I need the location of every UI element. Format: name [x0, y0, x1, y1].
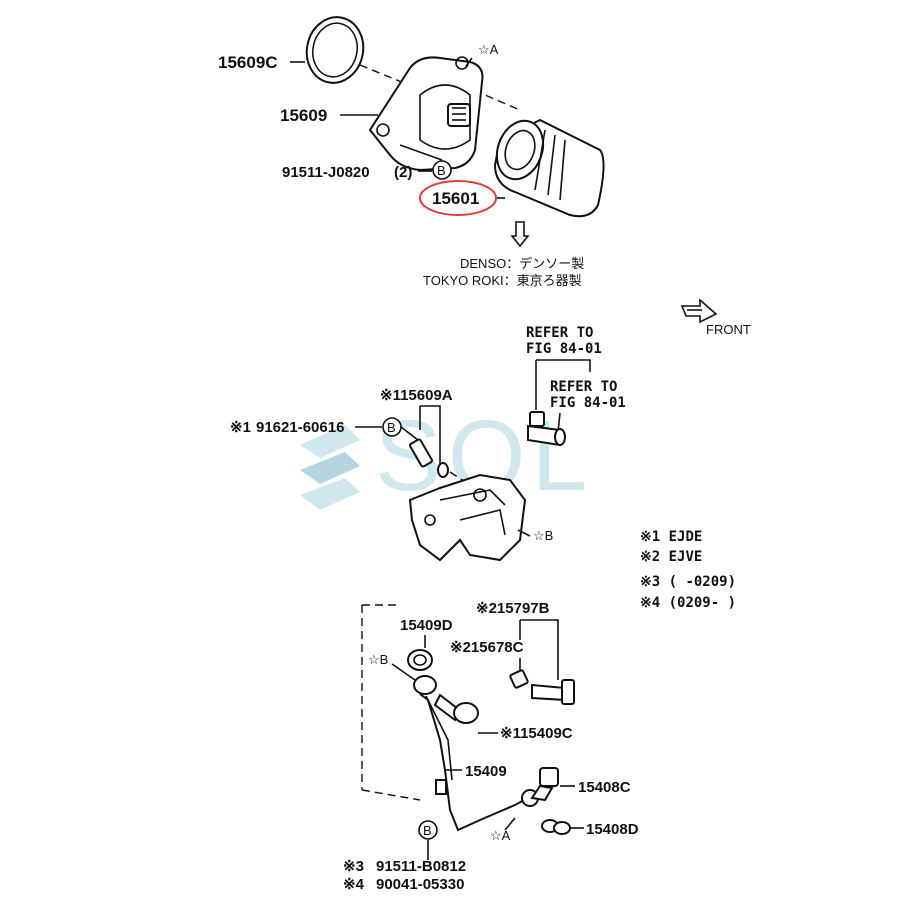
- highlight-15601: [419, 180, 497, 216]
- label-91511-j0820-qty: (2): [394, 164, 412, 181]
- label-91511-j0820: 91511-J0820: [282, 164, 370, 181]
- label-90041: 90041-05330: [376, 876, 464, 893]
- label-215678c: ※215678C: [450, 639, 524, 656]
- oil-pump-housing: [408, 473, 527, 562]
- circle-b-top: [432, 160, 452, 180]
- note-2: ※2 EJVE: [640, 549, 702, 565]
- star-b-mid: ☆B: [533, 528, 553, 543]
- union-15408c: [530, 767, 559, 802]
- front-arrow: [680, 298, 718, 324]
- bolt-215678c: [509, 669, 529, 689]
- label-15609: 15609: [280, 106, 327, 125]
- label-91621-prefix: ※1: [230, 419, 251, 436]
- oil-pipe-15409: [413, 675, 541, 832]
- star-a-top: ☆A: [478, 42, 499, 57]
- oil-filter-15601: [493, 118, 605, 218]
- circle-b-bottom: [418, 820, 438, 840]
- label-refer-1a: REFER TO: [526, 325, 593, 341]
- note-3: ※3 ( -0209): [640, 574, 736, 590]
- bolt-115409c: [433, 693, 479, 724]
- label-15408c: 15408C: [578, 779, 631, 796]
- filter-bracket-15609: [368, 56, 484, 172]
- star-b-low: ☆B: [368, 652, 388, 667]
- label-91511-b0812-prefix: ※3: [343, 858, 364, 875]
- grommet-15409d: [407, 649, 433, 671]
- star-a-low: ☆A: [490, 828, 511, 843]
- label-refer-1b: FIG 84-01: [526, 341, 602, 357]
- label-tokyo-roki: TOKYO ROKI：東京ろ器製: [423, 273, 582, 288]
- label-90041-prefix: ※4: [343, 876, 365, 893]
- label-15601: 15601: [432, 189, 479, 208]
- label-refer-2a: REFER TO: [550, 379, 617, 395]
- label-refer-2b: FIG 84-01: [550, 395, 626, 411]
- label-115609a: ※115609A: [380, 387, 453, 404]
- label-15409d: 15409D: [400, 617, 453, 634]
- label-15408d: 15408D: [586, 821, 639, 838]
- gasket-15408d: [541, 819, 571, 835]
- label-15609c: 15609C: [218, 53, 278, 72]
- arrow-down: [510, 221, 530, 248]
- oil-pressure-switch: [527, 411, 566, 447]
- note-1: ※1 EJDE: [640, 529, 702, 545]
- label-91511-b0812: 91511-B0812: [376, 858, 466, 875]
- label-91621: 91621-60616: [256, 419, 344, 436]
- svg-text:B: B: [437, 163, 446, 178]
- note-4: ※4 (0209- ): [640, 595, 736, 611]
- o-ring-15609c: [305, 16, 365, 84]
- label-15409: 15409: [465, 763, 507, 780]
- label-215797b: ※215797B: [476, 600, 550, 617]
- bolt-215797b: [531, 679, 575, 705]
- union-bolt-115609a: [409, 438, 449, 478]
- svg-text:B: B: [387, 420, 396, 435]
- label-115409c: ※115409C: [500, 725, 573, 742]
- svg-text:B: B: [423, 823, 432, 838]
- label-front: FRONT: [706, 322, 751, 337]
- label-denso: DENSO：デンソー製: [460, 256, 584, 271]
